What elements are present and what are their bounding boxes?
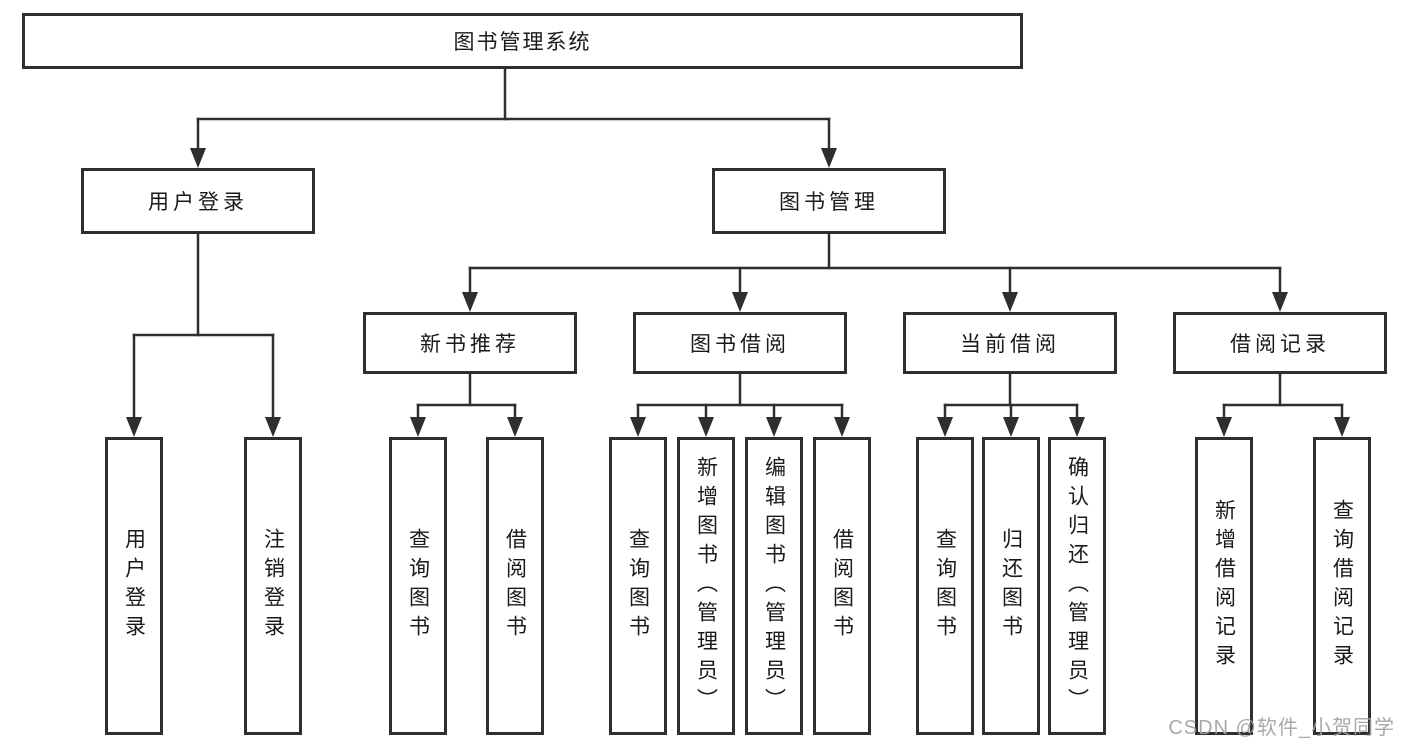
node-label: 图书管理 — [779, 191, 879, 214]
leaf-logout: 注销登录 — [244, 437, 302, 735]
node-new-book-recommend: 新书推荐 — [363, 312, 577, 374]
node-root-system: 图书管理系统 — [22, 13, 1023, 69]
leaf-label: 查询图书 — [406, 528, 430, 644]
leaf-recommend-borrow-books: 借阅图书 — [486, 437, 544, 735]
leaf-records-query-record: 查询借阅记录 — [1313, 437, 1371, 735]
node-label: 新书推荐 — [420, 333, 520, 356]
csdn-watermark: CSDN @软件_小贺同学 — [1168, 717, 1395, 739]
node-borrowing-records: 借阅记录 — [1173, 312, 1387, 374]
arrowheads — [126, 148, 1350, 437]
leaf-label: 查询借阅记录 — [1330, 499, 1354, 673]
leaf-label: 新增图书（管理员） — [694, 455, 718, 717]
leaf-label: 用户登录 — [122, 528, 146, 644]
leaf-label: 借阅图书 — [503, 528, 527, 644]
leaf-label: 编辑图书（管理员） — [762, 455, 786, 717]
leaf-label: 确认归还（管理员） — [1065, 455, 1089, 717]
node-user-login: 用户登录 — [81, 168, 315, 234]
leaf-records-add-record: 新增借阅记录 — [1195, 437, 1253, 735]
node-label: 当前借阅 — [960, 333, 1060, 356]
leaf-label: 借阅图书 — [830, 528, 854, 644]
node-label: 用户登录 — [148, 191, 248, 214]
leaf-borrowing-edit-books-admin: 编辑图书（管理员） — [745, 437, 803, 735]
leaf-current-confirm-return-admin: 确认归还（管理员） — [1048, 437, 1106, 735]
leaf-label: 归还图书 — [999, 528, 1023, 644]
leaf-user-login: 用户登录 — [105, 437, 163, 735]
node-book-borrowing: 图书借阅 — [633, 312, 847, 374]
node-label: 图书借阅 — [690, 333, 790, 356]
leaf-current-return-books: 归还图书 — [982, 437, 1040, 735]
leaf-borrowing-query-books: 查询图书 — [609, 437, 667, 735]
leaf-label: 查询图书 — [933, 528, 957, 644]
node-current-borrowing: 当前借阅 — [903, 312, 1117, 374]
node-label: 借阅记录 — [1230, 333, 1330, 356]
node-book-management: 图书管理 — [712, 168, 946, 234]
leaf-borrowing-borrow-books: 借阅图书 — [813, 437, 871, 735]
leaf-recommend-query-books: 查询图书 — [389, 437, 447, 735]
leaf-current-query-books: 查询图书 — [916, 437, 974, 735]
node-label: 图书管理系统 — [453, 31, 592, 54]
leaf-borrowing-add-books-admin: 新增图书（管理员） — [677, 437, 735, 735]
leaf-label: 查询图书 — [626, 528, 650, 644]
leaf-label: 新增借阅记录 — [1212, 499, 1236, 673]
leaf-label: 注销登录 — [261, 528, 285, 644]
